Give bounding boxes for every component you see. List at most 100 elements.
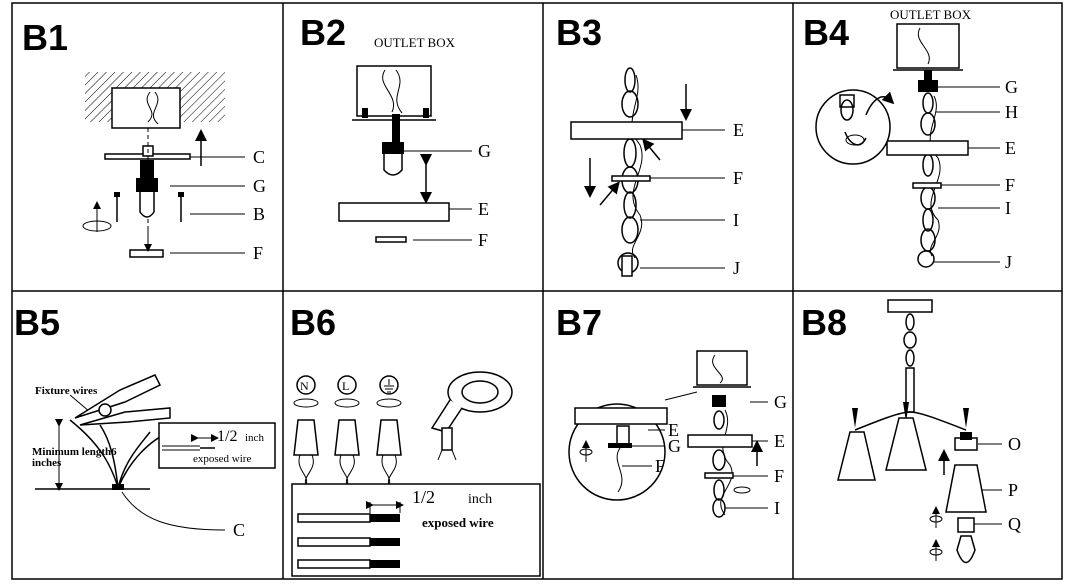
panel-b6: B6 N L	[290, 302, 541, 577]
neutral-symbol	[296, 375, 316, 395]
panel-title: B2	[300, 12, 346, 53]
outlet-box	[111, 87, 181, 129]
socket-g	[382, 142, 404, 154]
label-g: G	[1005, 77, 1018, 97]
panel-b2: B2 OUTLET BOX G E F	[300, 12, 491, 250]
chain	[712, 409, 733, 518]
label-e: E	[1005, 138, 1016, 158]
outlet-box-caption: OUTLET BOX	[374, 35, 456, 50]
wire-stripper	[74, 374, 162, 419]
label-e: E	[733, 120, 744, 140]
ring-q	[957, 517, 975, 533]
canopy-e	[886, 140, 969, 156]
label-f: F	[774, 466, 784, 486]
nut-f	[611, 175, 651, 182]
exposed-wire-label: exposed wire	[193, 453, 251, 465]
inches-label: inches	[32, 457, 62, 469]
wire-nut	[293, 419, 319, 456]
label-f: F	[733, 168, 743, 188]
neutral-label: N	[300, 379, 309, 393]
inch-unit-label: inch	[245, 432, 264, 444]
label-g: G	[478, 141, 491, 161]
chain	[621, 67, 643, 259]
minimum-length-label: Minimum length6	[32, 446, 117, 458]
panel-title: B4	[803, 12, 849, 53]
panel-b5: B5 Fixture wires Minimum length6 inches …	[14, 302, 276, 540]
panel-b8: B8 O P Q	[801, 299, 1021, 564]
exposed-wire-inset	[158, 422, 276, 469]
chain	[903, 313, 917, 367]
inset-label-f: F	[655, 456, 665, 476]
outlet-box	[356, 65, 432, 117]
canopy	[887, 299, 933, 313]
outlet-box	[896, 23, 960, 69]
panel-b3: B3 E F I J	[556, 12, 744, 278]
canopy-e	[687, 434, 753, 448]
label-g: G	[774, 392, 787, 412]
half-inch-label: 1/2	[412, 487, 435, 507]
panel-title: B6	[290, 302, 336, 343]
label-c: C	[233, 520, 245, 540]
canopy-e	[338, 202, 450, 222]
panel-grid	[11, 2, 1063, 580]
light-bulb	[956, 535, 976, 564]
panel-title: B8	[801, 302, 847, 343]
label-j: J	[1005, 252, 1012, 272]
panel-title: B7	[556, 302, 602, 343]
panel-b1: B1 C G B F	[22, 17, 266, 263]
electrical-tape	[447, 371, 513, 413]
label-h: H	[1005, 102, 1018, 122]
glass-shade	[885, 417, 927, 471]
panel-title: B5	[14, 302, 60, 343]
label-i: I	[1005, 198, 1011, 218]
detail-inset	[815, 89, 891, 165]
wire-set	[297, 513, 400, 569]
nut-f	[704, 472, 734, 479]
wire-nut	[334, 419, 360, 456]
label-f: F	[478, 230, 488, 250]
fixture-arms	[854, 411, 967, 431]
label-c: C	[253, 147, 265, 167]
label-q: Q	[1008, 514, 1021, 534]
detail-inset	[568, 403, 666, 501]
label-f: F	[253, 243, 263, 263]
inch-unit-label: inch	[468, 492, 492, 507]
label-f: F	[1005, 175, 1015, 195]
label-o: O	[1008, 434, 1021, 454]
socket-g	[918, 80, 938, 92]
inset-label-e: E	[668, 420, 679, 440]
half-inch-label: 1/2	[217, 428, 237, 445]
exposed-wire-label: exposed wire	[422, 515, 494, 530]
canopy-e	[570, 121, 683, 140]
label-e: E	[478, 199, 489, 219]
chain	[920, 92, 941, 257]
inset-label-g: G	[668, 436, 681, 456]
inset-canopy	[574, 407, 668, 425]
label-i: I	[733, 210, 739, 230]
label-j: J	[733, 258, 740, 278]
outlet-box-caption: OUTLET BOX	[890, 7, 972, 22]
ground-symbol	[379, 375, 399, 395]
socket-g	[712, 395, 726, 407]
panel-title: B3	[556, 12, 602, 53]
live-label: L	[342, 379, 349, 393]
fixture-wires-label: Fixture wires	[35, 385, 98, 397]
socket-g	[136, 178, 158, 192]
label-b: B	[253, 204, 265, 224]
glass-shade	[837, 431, 876, 481]
nut-f	[912, 182, 942, 189]
wire-nut	[376, 419, 402, 456]
live-symbol	[337, 375, 357, 395]
loop-j	[917, 250, 935, 268]
label-i: I	[774, 498, 780, 518]
label-p: P	[1008, 480, 1018, 500]
nut-f	[375, 236, 407, 243]
panel-b4: B4 OUTLET BOX G H E	[803, 7, 1018, 272]
shade-p	[945, 464, 987, 513]
label-g: G	[253, 176, 266, 196]
nut-f	[129, 249, 164, 258]
panel-b7: B7 G E F I E	[556, 302, 787, 518]
label-e: E	[774, 431, 785, 451]
panel-title: B1	[22, 17, 68, 58]
